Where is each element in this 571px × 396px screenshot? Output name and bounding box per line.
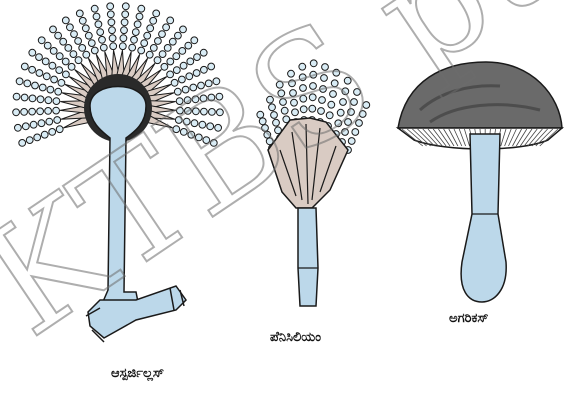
- agaricus-pileus: [398, 62, 562, 128]
- agaricus-label: ಅಗರಿಕಸ್: [449, 311, 488, 326]
- agaricus-figure: [398, 62, 562, 302]
- aspergillus-figure: [13, 3, 224, 342]
- penicillium-conidiophore: [298, 208, 318, 306]
- aspergillus-conidiophore: [90, 87, 146, 331]
- agaricus-stipe: [461, 134, 506, 302]
- aspergillus-label: ಆಸ್ಪರ್ಜಿಲ್ಲಸ್: [111, 366, 164, 381]
- penicillium-label: ಪೆನಿಸಿಲಿಯಂ: [270, 330, 321, 345]
- penicillium-figure: [257, 60, 370, 306]
